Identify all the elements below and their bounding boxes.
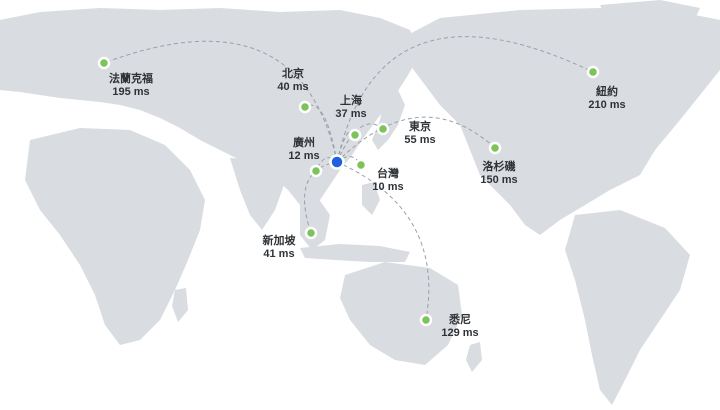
node-guangzhou[interactable]: [309, 164, 323, 178]
latency-value: 41 ms: [263, 248, 295, 260]
city-name: 上海: [339, 95, 362, 107]
latency-value: 129 ms: [441, 327, 479, 339]
node-sydney[interactable]: [419, 313, 433, 327]
route-singapore: [304, 161, 338, 234]
node-frankfurt[interactable]: [97, 56, 111, 70]
city-name: 廣州: [292, 137, 315, 149]
label-beijing: 北京 40 ms: [277, 68, 308, 94]
africa-landmass: [25, 128, 205, 345]
australia-landmass: [340, 262, 462, 365]
greenland-landmass: [600, 0, 700, 45]
nodes: [97, 56, 600, 327]
latency-value: 12 ms: [288, 150, 320, 162]
label-singapore: 新加坡 41 ms: [263, 235, 296, 261]
north-america-landmass: [398, 8, 720, 235]
philippines-landmass: [362, 182, 380, 215]
southeast-asia-landmass: [300, 198, 330, 250]
latency-value: 10 ms: [372, 181, 404, 193]
city-name: 北京: [281, 68, 304, 80]
new-zealand-landmass: [466, 342, 482, 372]
route-beijing: [304, 104, 338, 163]
city-name: 新加坡: [262, 235, 296, 247]
route-sydney: [336, 161, 430, 321]
city-name: 洛杉磯: [482, 161, 516, 173]
madagascar-landmass: [172, 288, 188, 322]
node-new-york[interactable]: [586, 65, 600, 79]
city-name: 東京: [408, 121, 431, 133]
japan-landmass: [372, 90, 405, 150]
latency-value: 210 ms: [588, 99, 626, 111]
south-america-landmass: [565, 210, 690, 405]
latency-value: 195 ms: [112, 86, 150, 98]
hub-marker[interactable]: [329, 154, 345, 170]
label-los-angeles: 洛杉磯 150 ms: [480, 161, 517, 187]
route-los-angeles: [336, 116, 496, 163]
india-landmass: [230, 158, 285, 230]
node-singapore[interactable]: [304, 226, 318, 240]
label-sydney: 悉尼 129 ms: [441, 314, 478, 340]
city-name: 台灣: [376, 168, 399, 180]
route-frankfurt: [103, 40, 338, 163]
node-tokyo[interactable]: [376, 122, 390, 136]
node-shanghai[interactable]: [348, 128, 362, 142]
route-tokyo: [336, 123, 384, 163]
latency-value: 150 ms: [480, 174, 518, 186]
label-frankfurt: 法蘭克福 195 ms: [109, 73, 153, 99]
city-name: 悉尼: [449, 314, 471, 326]
city-name: 紐約: [596, 86, 618, 98]
label-taiwan: 台灣 10 ms: [372, 168, 403, 194]
node-beijing[interactable]: [298, 100, 312, 114]
latency-value: 40 ms: [277, 81, 309, 93]
label-new-york: 紐約 210 ms: [588, 86, 625, 112]
label-tokyo: 東京 55 ms: [404, 121, 435, 147]
city-name: 法蘭克福: [109, 73, 153, 85]
latency-value: 55 ms: [404, 134, 436, 146]
node-los-angeles[interactable]: [488, 141, 502, 155]
label-shanghai: 上海 37 ms: [335, 95, 366, 121]
label-guangzhou: 廣州 12 ms: [288, 137, 319, 163]
indonesia-landmass: [300, 244, 410, 262]
node-taiwan[interactable]: [354, 158, 368, 172]
latency-value: 37 ms: [335, 108, 367, 120]
